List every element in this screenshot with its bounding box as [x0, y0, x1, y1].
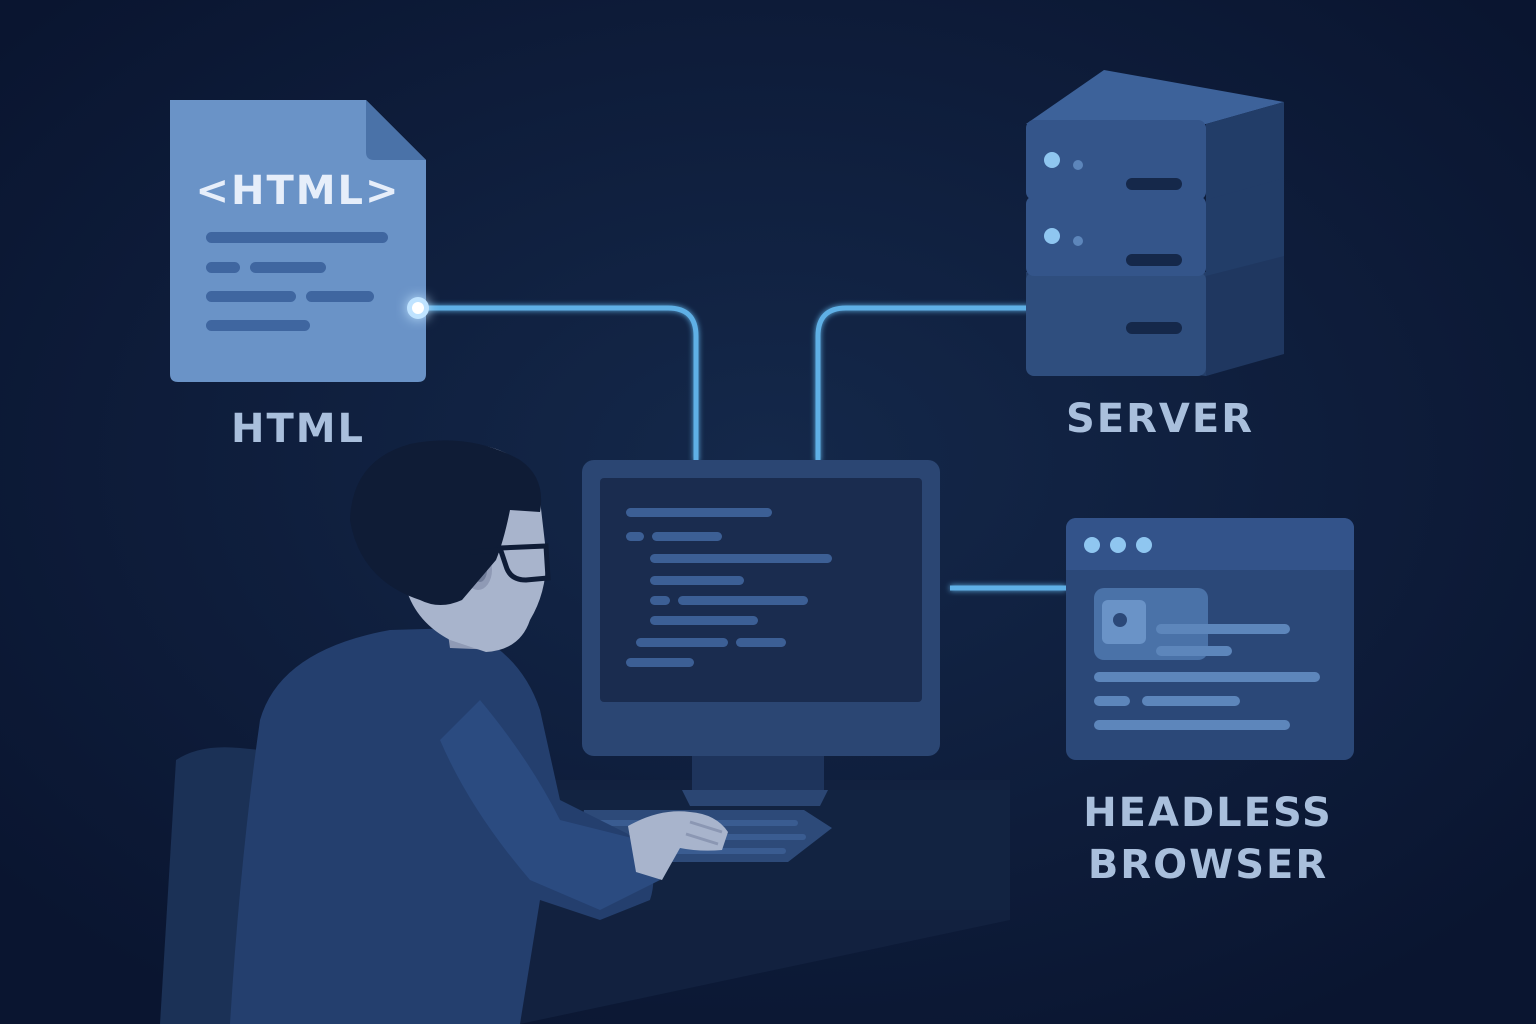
- server-label: SERVER: [1066, 396, 1254, 442]
- browser-window-icon: [1066, 518, 1354, 760]
- window-dot-2: [1110, 537, 1126, 553]
- connector-html-to-computer: [418, 305, 699, 462]
- browser-label-line2: BROWSER: [1088, 842, 1328, 888]
- connector-server-to-computer: [815, 305, 1030, 462]
- window-dot-3: [1136, 537, 1152, 553]
- html-file-tag: <HTML>: [195, 168, 400, 214]
- browser-label-line1: HEADLESS: [1083, 790, 1333, 836]
- html-file-icon: <HTML>: [170, 100, 429, 382]
- connectors: [418, 305, 1066, 591]
- code-lines: [626, 508, 832, 667]
- html-label: HTML: [231, 406, 365, 452]
- person: [230, 440, 728, 1024]
- window-dot-1: [1084, 537, 1100, 553]
- server-icon: [1026, 70, 1284, 376]
- monitor-icon: [582, 460, 940, 806]
